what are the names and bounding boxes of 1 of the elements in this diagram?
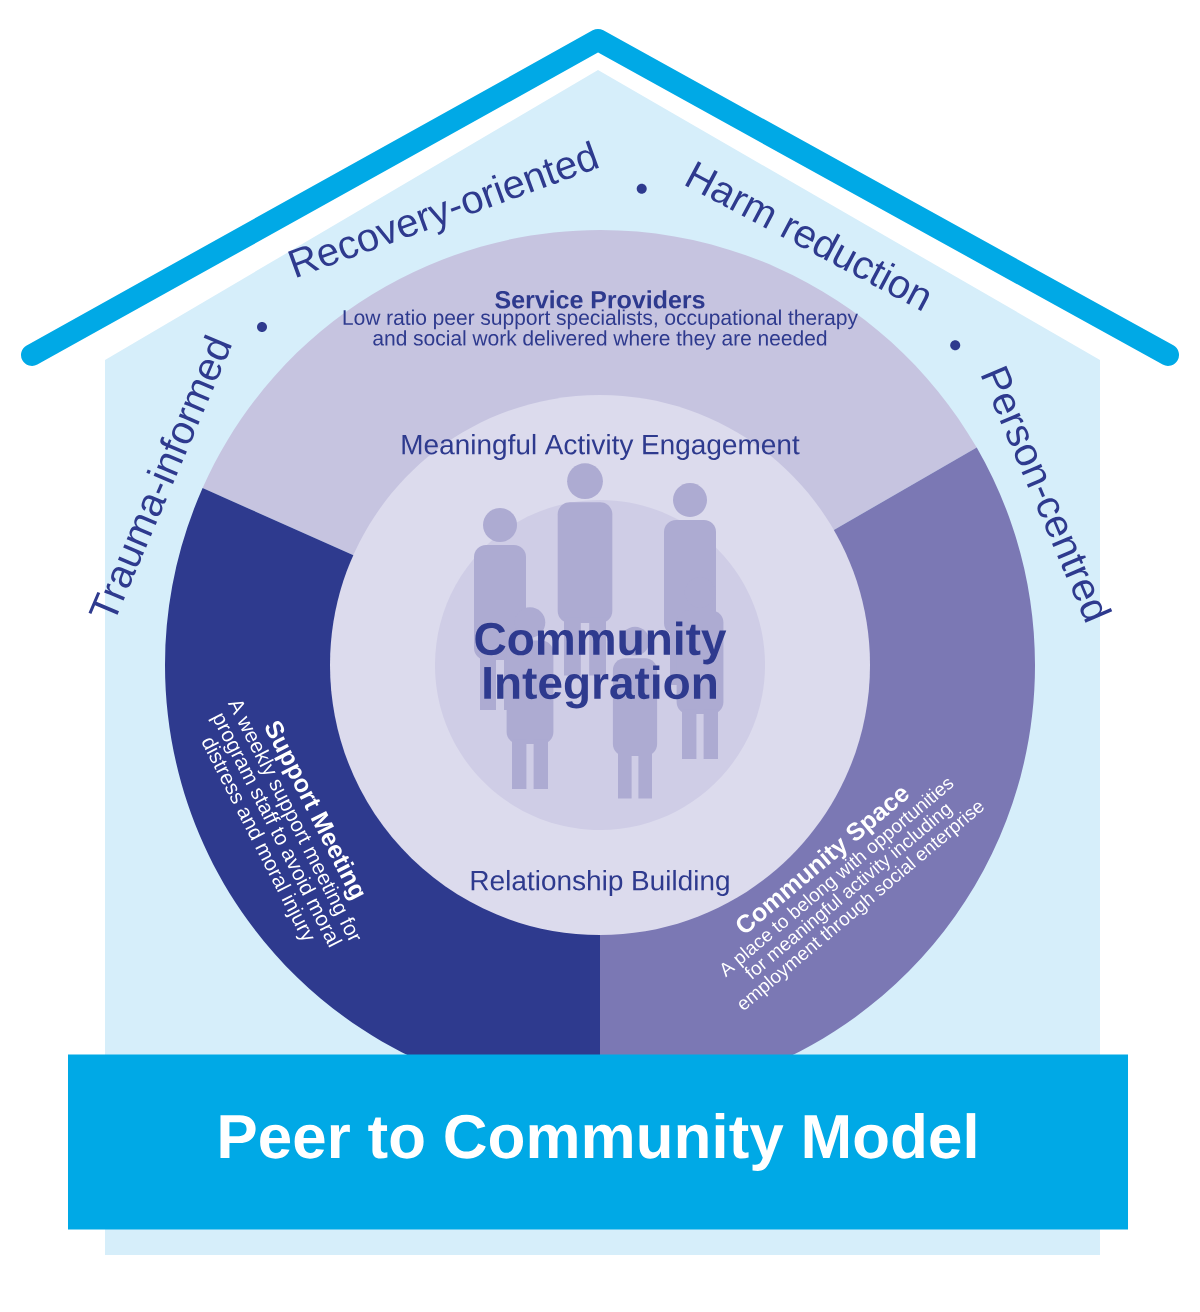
title-banner: Peer to Community Model xyxy=(68,1054,1128,1230)
